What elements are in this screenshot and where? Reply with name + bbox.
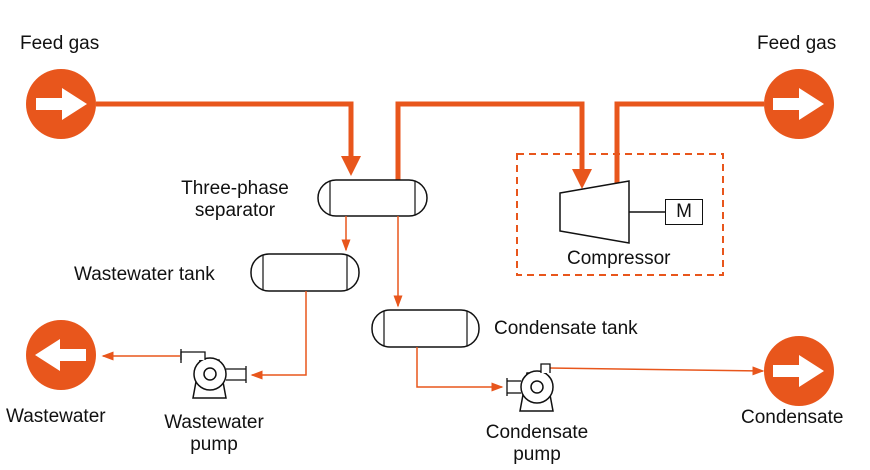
condensate-outlet-icon xyxy=(764,336,834,406)
motor-label: M xyxy=(665,199,703,225)
condensate-pump-label: Condensate pump xyxy=(485,422,589,465)
wastewater-pump-icon xyxy=(180,349,247,399)
feed-gas-inlet-label: Feed gas xyxy=(20,33,100,54)
compressor xyxy=(559,180,665,244)
three-phase-separator xyxy=(317,179,428,217)
condensate-tank-to-pump-line xyxy=(416,347,504,392)
wastewater-pump-label: Wastewater pump xyxy=(164,412,264,455)
condensate-discharge-line xyxy=(548,366,765,376)
condensate-pump-icon xyxy=(506,363,554,412)
feed-gas-inlet-icon xyxy=(26,69,96,139)
compressed-gas-line xyxy=(614,101,764,184)
three-phase-separator-label: Three-phase separator xyxy=(181,178,289,221)
wastewater-tank-label: Wastewater tank xyxy=(74,264,215,285)
feed-gas-outlet-icon xyxy=(764,69,834,139)
wastewater-outlet-icon xyxy=(26,320,96,390)
compressor-label: Compressor xyxy=(567,248,671,269)
wastewater-tank-to-pump-line xyxy=(250,291,307,380)
feed-gas-outlet-label: Feed gas xyxy=(757,33,837,54)
compressor-package-boundary xyxy=(516,153,724,276)
condensate-label: Condensate xyxy=(741,407,844,428)
separator-gas-line xyxy=(395,101,592,189)
wastewater-label: Wastewater xyxy=(6,406,106,427)
wastewater-tank xyxy=(250,253,360,292)
condensate-tank xyxy=(371,309,480,348)
condensate-tank-label: Condensate tank xyxy=(494,318,638,339)
feed-gas-line xyxy=(96,101,361,176)
